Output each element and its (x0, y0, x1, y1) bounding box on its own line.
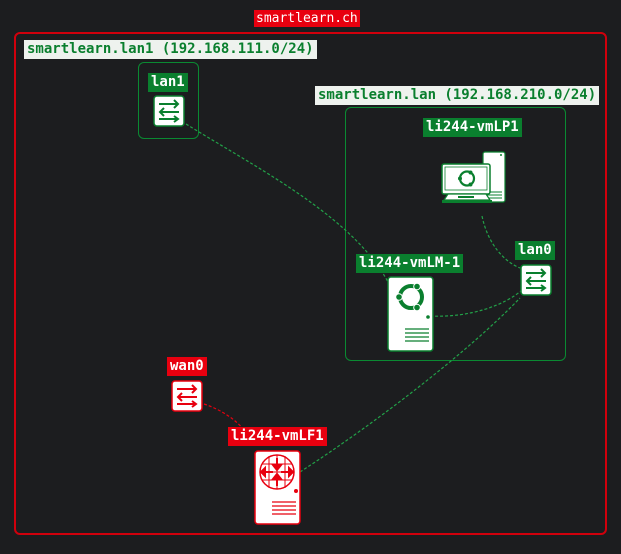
domain-frame (14, 32, 607, 535)
lan0-label: lan0 (515, 241, 555, 260)
server-ubuntu-icon[interactable] (387, 276, 435, 354)
wire-wan0-vmLF1 (203, 403, 245, 431)
lan1-zone-label: smartlearn.lan1 (192.168.111.0/24) (24, 40, 317, 59)
vmLF1-label: li244-vmLF1 (228, 427, 327, 446)
wire-vmLF1-lan0 (299, 297, 521, 473)
switch-icon[interactable] (153, 95, 185, 127)
wan0-label: wan0 (167, 357, 207, 376)
switch-icon[interactable] (171, 380, 203, 412)
lan-zone-frame (345, 107, 566, 361)
vmLP1-label: li244-vmLP1 (423, 118, 522, 137)
lan1-node-frame (138, 62, 199, 139)
firewall-router-server-icon[interactable] (254, 450, 302, 526)
domain-title: smartlearn.ch (254, 10, 360, 27)
lan-zone-label: smartlearn.lan (192.168.210.0/24) (315, 86, 600, 105)
wire-vmLP1-lan0 (481, 215, 521, 269)
lan1-label: lan1 (148, 73, 188, 92)
switch-icon[interactable] (520, 264, 552, 296)
vmLM1-label: li244-vmLM-1 (356, 254, 464, 273)
wire-vmLM1-lan0 (429, 289, 523, 317)
workstation-ubuntu-icon[interactable] (440, 150, 508, 208)
